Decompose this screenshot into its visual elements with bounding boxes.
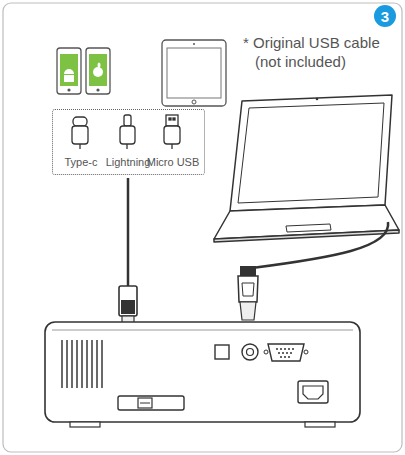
usb-cable bbox=[119, 178, 137, 323]
projector bbox=[45, 322, 360, 427]
lightning-plug bbox=[120, 115, 135, 149]
step-number-circle: 3 bbox=[374, 5, 396, 27]
connector-name: Lightning bbox=[106, 156, 151, 168]
tablet bbox=[162, 40, 226, 106]
frame bbox=[3, 3, 402, 452]
android-phone bbox=[57, 48, 81, 94]
connector-name: Micro USB bbox=[147, 156, 200, 168]
cable-note: * Original USB cable (not included) bbox=[243, 33, 405, 71]
micro-usb-plug bbox=[164, 115, 180, 149]
laptop bbox=[214, 95, 399, 242]
connector-group-box: Type-c LightningMicro USB bbox=[52, 109, 205, 175]
type-c-plug bbox=[72, 117, 88, 149]
step-number: 3 bbox=[381, 8, 389, 25]
apple-phone bbox=[86, 48, 110, 94]
connector-name: Type-c bbox=[64, 156, 97, 168]
hdmi-cable bbox=[238, 222, 388, 320]
